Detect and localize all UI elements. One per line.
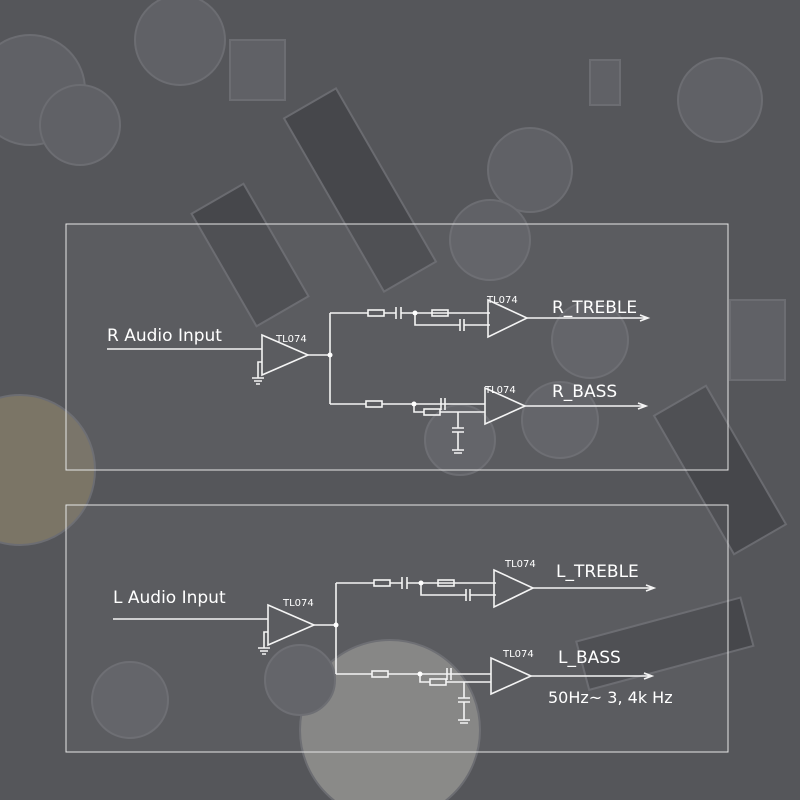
- l-bass-label: L_BASS: [558, 648, 621, 668]
- l-opamp-bass-label: TL074: [502, 649, 534, 660]
- l-frequency-range: 50Hz~ 3, 4k Hz: [548, 688, 673, 707]
- r-bass-label: R_BASS: [552, 382, 617, 402]
- r-opamp-input-label: TL074: [275, 334, 307, 345]
- right-channel-frame: [65, 223, 729, 471]
- r-opamp-bass-label: TL074: [484, 385, 516, 396]
- r-input-label: R Audio Input: [107, 326, 222, 346]
- l-opamp-treble-label: TL074: [504, 559, 536, 570]
- r-opamp-treble-label: TL074: [486, 295, 518, 306]
- l-treble-label: L_TREBLE: [556, 562, 639, 582]
- left-channel-frame: [65, 504, 729, 753]
- l-opamp-input-label: TL074: [282, 598, 314, 609]
- l-input-label: L Audio Input: [113, 588, 226, 608]
- r-treble-label: R_TREBLE: [552, 298, 637, 318]
